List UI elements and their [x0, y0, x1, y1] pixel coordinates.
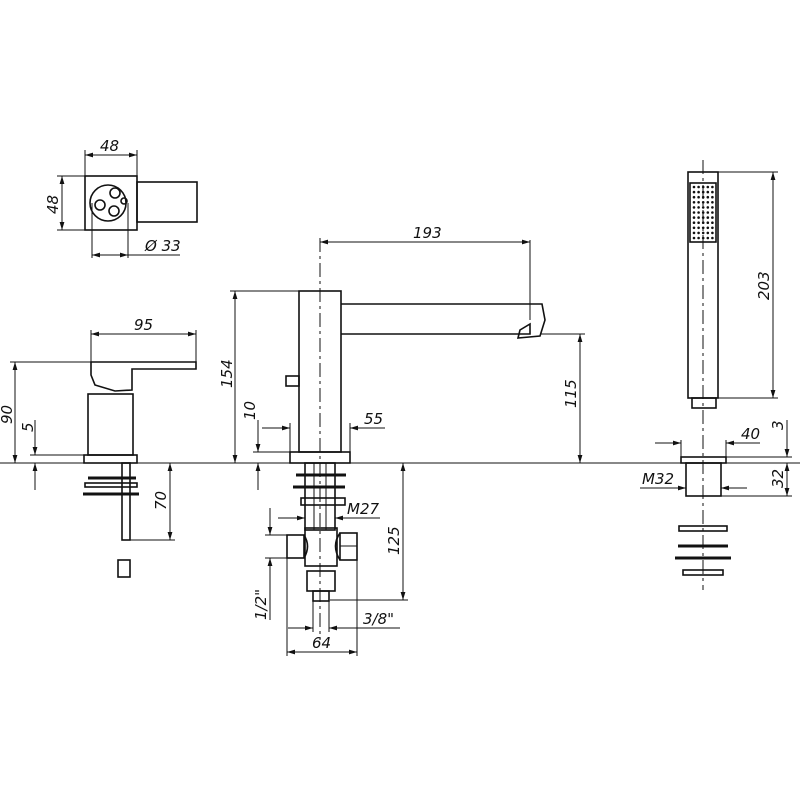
nozzle-dot [692, 195, 696, 199]
nozzle-dot [711, 195, 714, 199]
nozzle-dot [706, 190, 710, 194]
connector-width-dim: 64 [312, 634, 331, 652]
spout-side-view: 193 154 10 55 115 M27 [218, 224, 585, 656]
nozzle-dot [701, 206, 705, 209]
holder-thread-dim: M32 [642, 470, 674, 488]
nozzle-dot [697, 236, 700, 240]
nozzle-dot [711, 231, 714, 235]
spray-nozzles [692, 185, 714, 240]
nozzle-dot [711, 190, 714, 194]
holder-depth-dim: 32 [769, 469, 787, 488]
nozzle-dot [692, 236, 696, 240]
top-width-dim: 48 [100, 137, 119, 155]
lever-handle-side-view: 95 90 5 70 [0, 316, 197, 578]
inlet-size-dim: 1/2" [252, 589, 270, 620]
spout-reach-dim: 193 [413, 224, 442, 242]
spout-height-dim: 154 [218, 359, 236, 388]
nozzle-dot [692, 226, 696, 230]
nozzle-dot [697, 216, 700, 219]
spout-thread-dim: M27 [347, 500, 379, 518]
nozzle-dot [701, 201, 705, 204]
nozzle-dot [701, 195, 705, 199]
nozzle-dot [706, 211, 710, 214]
nozzle-dot [711, 221, 714, 224]
nozzle-dot [692, 231, 696, 235]
outlet-height-dim: 115 [562, 379, 580, 408]
nozzle-dot [706, 201, 710, 204]
nozzle-dot [711, 206, 714, 209]
nozzle-dot [711, 211, 714, 214]
nozzle-dot [701, 226, 705, 230]
flange-thickness-dim: 3 [769, 420, 787, 430]
top-height-dim: 48 [44, 195, 62, 214]
nozzle-dot [701, 190, 705, 194]
nozzle-dot [706, 206, 710, 209]
nozzle-dot [697, 211, 700, 214]
nozzle-dot [711, 236, 714, 240]
nozzle-dot [692, 221, 696, 224]
nozzle-dot [701, 216, 705, 219]
nozzle-dot [706, 216, 710, 219]
nozzle-dot [697, 206, 700, 209]
nozzle-dot [697, 201, 700, 204]
nozzle-dot [706, 236, 710, 240]
handle-top-view: 48 48 Ø 33 [44, 137, 198, 258]
nozzle-dot [697, 190, 700, 194]
lever-height-dim: 90 [0, 405, 16, 424]
shank-length-dim: 70 [152, 491, 170, 510]
nozzle-dot [692, 201, 696, 204]
nozzle-dot [701, 236, 705, 240]
nozzle-dot [692, 216, 696, 219]
nozzle-dot [706, 185, 710, 189]
nozzle-dot [706, 231, 710, 235]
nozzle-dot [706, 226, 710, 230]
nozzle-dot [711, 185, 714, 189]
nozzle-dot [701, 211, 705, 214]
flange-dim: 40 [741, 425, 760, 443]
hand-shower: 203 40 3 32 M32 [640, 160, 792, 590]
lever-length-dim: 95 [134, 316, 153, 334]
base-width-dim: 55 [364, 410, 383, 428]
nozzle-dot [706, 221, 710, 224]
nozzle-dot [692, 211, 696, 214]
nozzle-dot [692, 190, 696, 194]
nozzle-dot [706, 195, 710, 199]
nozzle-dot [692, 206, 696, 209]
outlet-size-dim: 3/8" [363, 610, 394, 628]
nozzle-dot [697, 226, 700, 230]
shower-length-dim: 203 [755, 271, 773, 300]
nozzle-dot [692, 185, 696, 189]
diameter-dim: Ø 33 [144, 237, 181, 255]
below-deck-dim: 125 [385, 526, 403, 555]
nozzle-dot [711, 216, 714, 219]
nozzle-dot [701, 185, 705, 189]
nozzle-dot [701, 231, 705, 235]
nozzle-dot [701, 221, 705, 224]
nozzle-dot [711, 226, 714, 230]
nozzle-dot [697, 231, 700, 235]
nozzle-dot [697, 185, 700, 189]
nozzle-dot [697, 221, 700, 224]
nozzle-dot [697, 195, 700, 199]
base-thickness-dim: 10 [241, 401, 259, 420]
nozzle-dot [711, 201, 714, 204]
lever-base-dim: 5 [19, 422, 37, 432]
